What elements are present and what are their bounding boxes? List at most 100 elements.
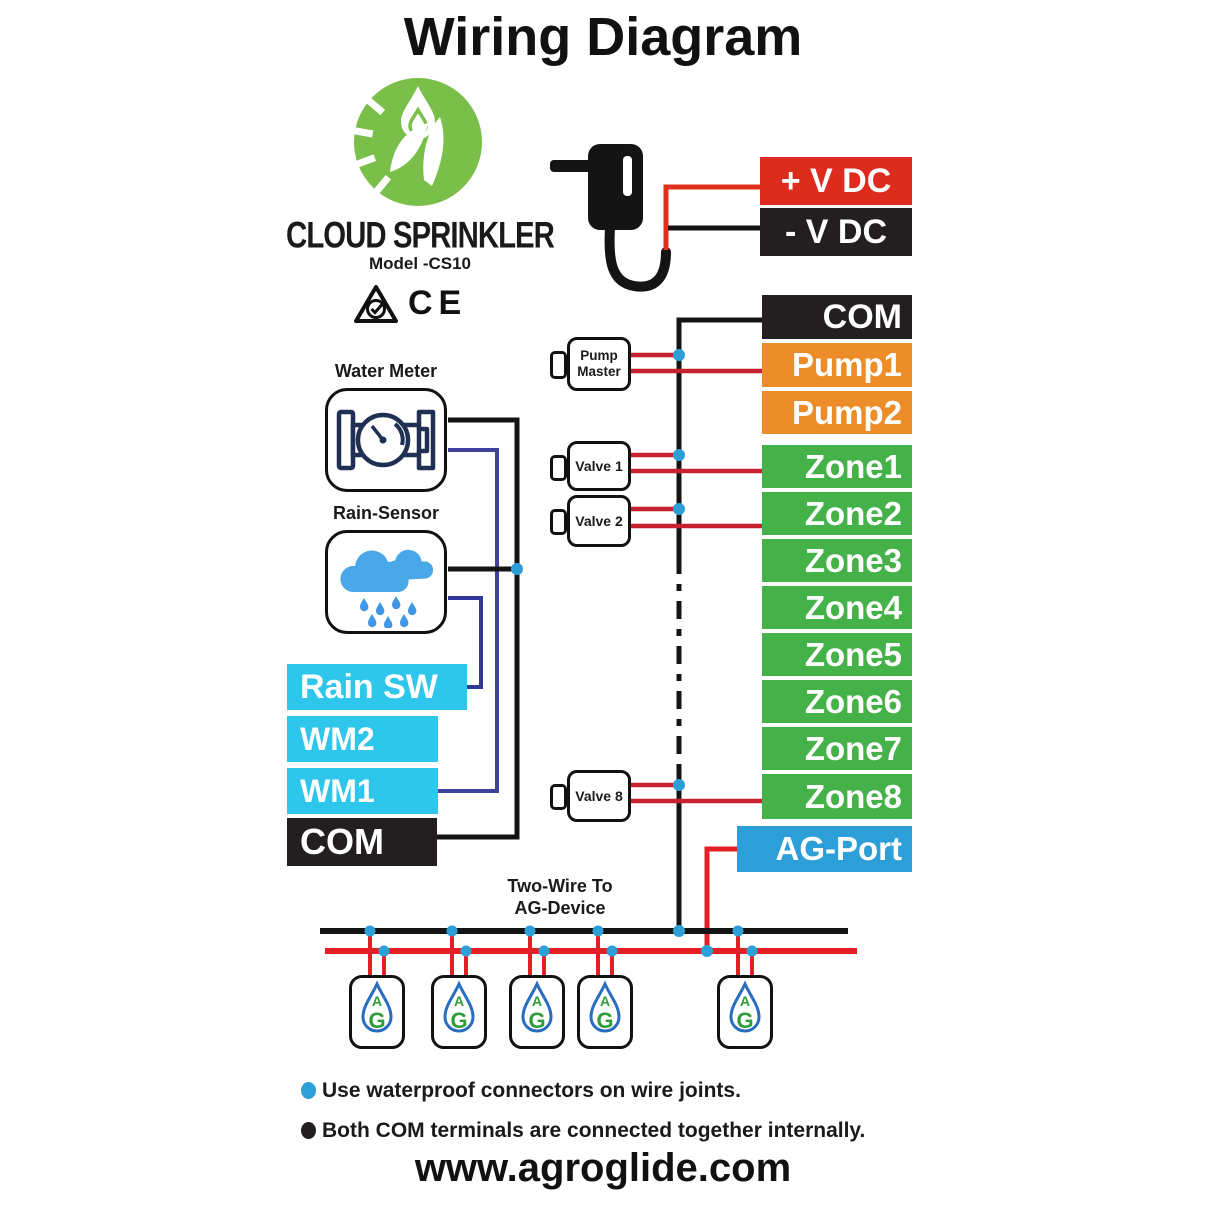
ag-letter-a: A xyxy=(739,993,751,1009)
valve-label: Valve 1 xyxy=(575,457,623,474)
valve2-tab xyxy=(550,509,567,535)
ag-device-4: A G xyxy=(577,975,633,1049)
terminal-zone6: Zone6 xyxy=(762,680,912,723)
terminal-label: + V DC xyxy=(780,161,892,200)
cloud-sprinkler-logo-icon xyxy=(352,78,482,206)
terminal-agport: AG-Port xyxy=(737,826,912,872)
rain-sensor-box xyxy=(325,530,447,634)
ag-letter-a: A xyxy=(599,993,611,1009)
wire-watermeter-wm1 xyxy=(438,448,499,793)
pump-master-valve: Pump Master xyxy=(567,337,631,391)
pump-master-tab xyxy=(550,351,567,379)
water-meter-icon xyxy=(336,409,436,471)
wire-valve8 xyxy=(631,779,762,804)
terminal-wm2: WM2 xyxy=(287,716,438,762)
ag-letter-g: G xyxy=(368,1008,386,1033)
terminal-zone2: Zone2 xyxy=(762,492,912,535)
valve8-tab xyxy=(550,784,567,810)
terminal-com-left: COM xyxy=(287,818,437,866)
water-drop-icon xyxy=(361,980,393,1033)
ag-letter-g: G xyxy=(736,1008,754,1033)
ag-device-3: A G xyxy=(509,975,565,1049)
ag-device-drop-wires xyxy=(368,931,754,977)
power-positive-wire xyxy=(663,184,762,250)
ag-letter-g: G xyxy=(528,1008,546,1033)
page-title: Wiring Diagram xyxy=(403,7,803,67)
terminal-label: AG-Port xyxy=(775,830,903,867)
terminal-pump1: Pump1 xyxy=(762,343,912,387)
terminal-label: Zone8 xyxy=(804,777,902,815)
terminal-com: COM xyxy=(762,295,912,339)
valve1: Valve 1 xyxy=(567,441,631,491)
terminal-label: WM1 xyxy=(300,772,375,809)
terminal-vdc-negative: - V DC xyxy=(760,208,912,256)
terminal-label: Zone3 xyxy=(804,541,902,579)
terminal-label: Pump1 xyxy=(791,346,902,383)
wire-agport xyxy=(704,846,737,951)
com-bus-line xyxy=(676,317,762,933)
terminal-zone5: Zone5 xyxy=(762,633,912,676)
wire-rainsensor-rainsw xyxy=(448,596,483,689)
water-drop-icon xyxy=(521,980,553,1033)
terminal-label: Zone4 xyxy=(804,588,902,626)
water-drop-icon xyxy=(443,980,475,1033)
terminal-label: Zone6 xyxy=(804,682,902,720)
wire-watermeter-com xyxy=(437,417,523,840)
water-meter-box xyxy=(325,388,447,492)
terminal-zone4: Zone4 xyxy=(762,586,912,629)
terminal-label: Zone2 xyxy=(804,494,902,532)
note-waterproof: Use waterproof connectors on wire joints… xyxy=(322,1079,741,1102)
terminal-label: WM2 xyxy=(300,720,375,757)
terminal-wm1: WM1 xyxy=(287,768,438,814)
two-wire-line2: AG-Device xyxy=(514,897,606,918)
valve-label: Valve 2 xyxy=(575,512,623,529)
ag-device-5: A G xyxy=(717,975,773,1049)
terminal-label: Zone5 xyxy=(804,635,902,673)
note-com-terminals: Both COM terminals are connected togethe… xyxy=(322,1119,866,1142)
valve-label: Pump xyxy=(580,347,618,363)
brand-model: Model -CS10 xyxy=(368,254,472,273)
ag-letter-g: G xyxy=(596,1008,614,1033)
water-drop-icon xyxy=(589,980,621,1033)
terminal-rainsw: Rain SW xyxy=(287,664,467,710)
rcm-mark-icon xyxy=(354,285,398,323)
valve-label: Valve 8 xyxy=(575,787,623,804)
terminal-zone1: Zone1 xyxy=(762,445,912,488)
valve-label: Master xyxy=(577,364,621,379)
black-com-bullet-icon xyxy=(301,1122,316,1139)
ag-letter-a: A xyxy=(371,993,383,1009)
terminal-zone8: Zone8 xyxy=(762,774,912,819)
valve1-tab xyxy=(550,455,567,481)
terminal-label: COM xyxy=(300,821,384,862)
rain-drops-icon xyxy=(360,596,417,628)
rain-sensor-label: Rain-Sensor xyxy=(332,503,440,523)
wire-pump-master xyxy=(631,349,762,374)
brand-name: CLOUD SPRINKLER xyxy=(286,214,555,256)
ag-letter-a: A xyxy=(453,993,465,1009)
terminal-pump2: Pump2 xyxy=(762,391,912,434)
terminal-label: COM xyxy=(822,297,902,336)
rain-cloud-icon xyxy=(340,546,437,628)
terminal-label: Zone7 xyxy=(804,729,902,767)
wire-valve1 xyxy=(631,449,762,474)
terminal-label: Rain SW xyxy=(300,667,438,706)
blue-junction-bullet-icon xyxy=(301,1082,316,1099)
water-drop-icon xyxy=(729,980,761,1033)
terminal-zone7: Zone7 xyxy=(762,727,912,770)
valve2: Valve 2 xyxy=(567,495,631,547)
terminal-label: Pump2 xyxy=(791,393,902,431)
terminal-vdc-positive: + V DC xyxy=(760,157,912,205)
ce-mark: CE xyxy=(408,284,468,322)
ag-letter-a: A xyxy=(531,993,543,1009)
power-adapter-icon xyxy=(550,144,671,292)
website-footer: www.agroglide.com xyxy=(414,1146,792,1190)
water-meter-label: Water Meter xyxy=(334,361,438,381)
two-wire-label: Two-Wire To AG-Device xyxy=(460,876,660,920)
terminal-zone3: Zone3 xyxy=(762,539,912,582)
terminal-label: Zone1 xyxy=(804,447,902,485)
ag-letter-g: G xyxy=(450,1008,468,1033)
wire-valve2 xyxy=(631,503,762,529)
ag-device-2: A G xyxy=(431,975,487,1049)
